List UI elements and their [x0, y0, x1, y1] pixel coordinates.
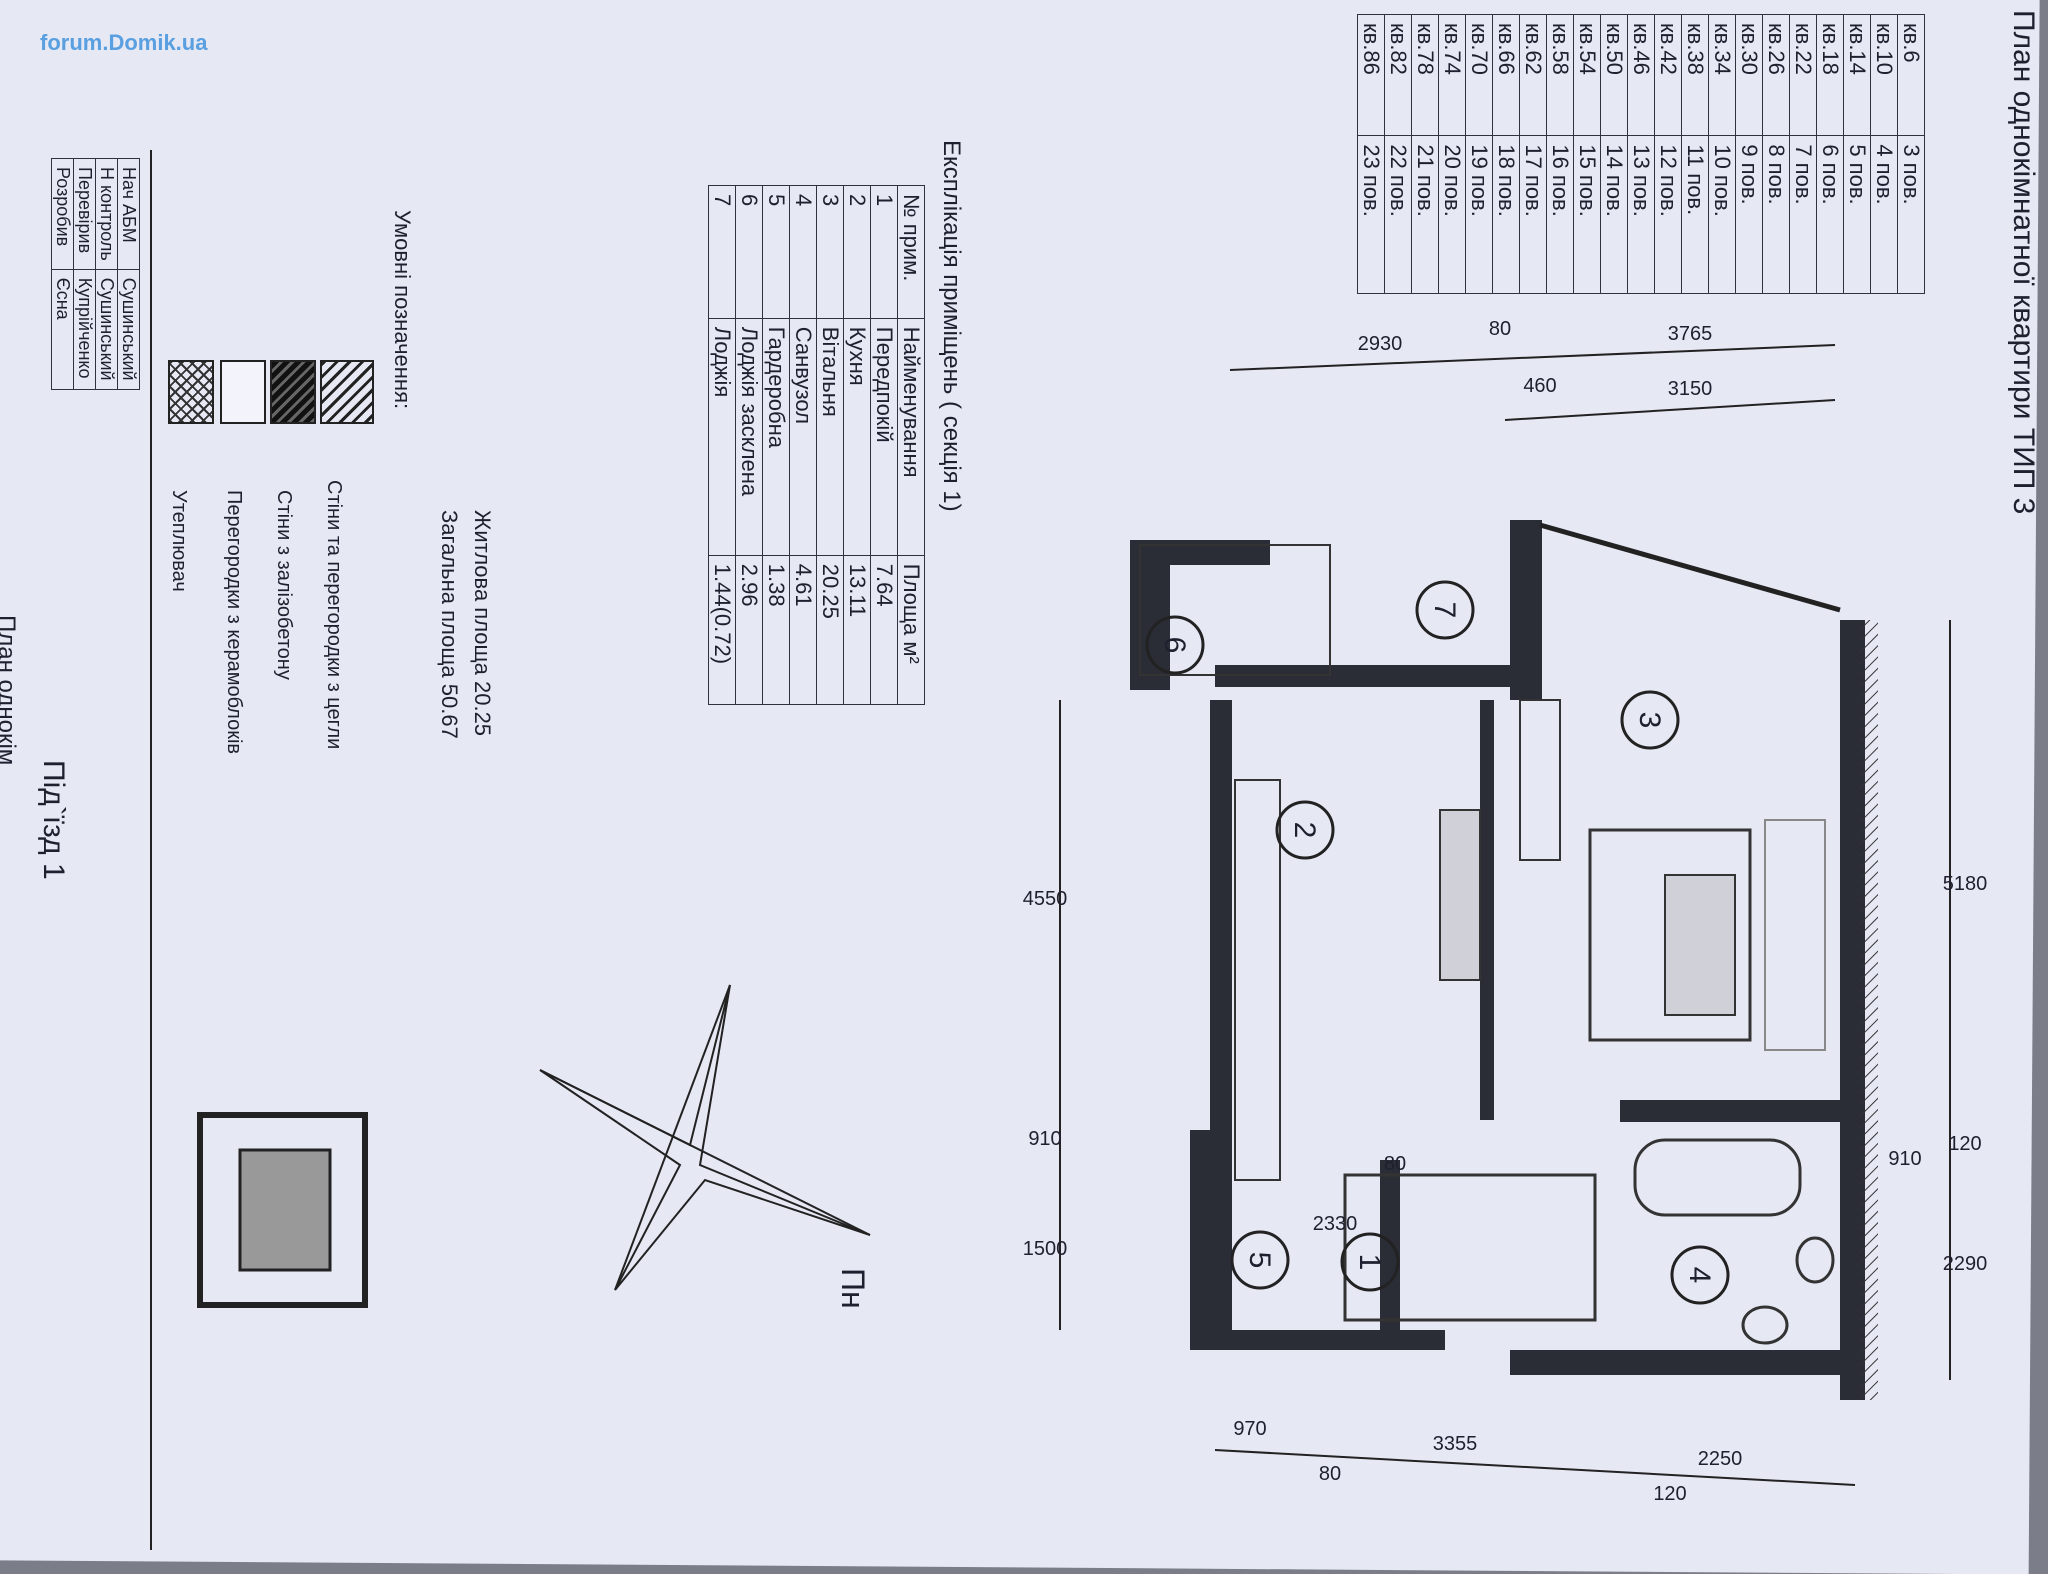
- wardrobe: [1519, 699, 1561, 861]
- room-number: 2: [1288, 822, 1321, 839]
- room-number: 6: [1158, 637, 1191, 654]
- room-circle: [1275, 800, 1335, 860]
- dimension-label: 910: [1028, 1128, 1061, 1150]
- room-number: 4: [1683, 1267, 1716, 1284]
- dimension-label: 80: [1319, 1463, 1341, 1485]
- walls: [1130, 520, 1865, 1400]
- room-number-markers: 1 2 3 4 5 6 7: [1145, 580, 1730, 1305]
- dimension-label: 910: [1888, 1148, 1921, 1170]
- dimension-label: 3355: [1433, 1433, 1478, 1455]
- living-table: [1664, 874, 1736, 1016]
- insulation-band: [1860, 620, 1878, 1400]
- room-number: 5: [1243, 1252, 1276, 1269]
- key-plan-core: [238, 1148, 332, 1272]
- legend-swatch-insulation: [168, 360, 214, 424]
- watermark-text: forum.Domik.ua: [40, 30, 208, 55]
- room-circle: [1340, 1232, 1400, 1292]
- room-circle: [1670, 1245, 1730, 1305]
- dining-table: [1439, 809, 1481, 981]
- dimension-label: 460: [1523, 375, 1556, 397]
- sofa: [1764, 819, 1826, 1051]
- dimension-label: 80: [1489, 318, 1511, 340]
- dimension-label: 2250: [1698, 1448, 1743, 1470]
- dimension-label: 3765: [1668, 323, 1713, 345]
- kitchen-counter: [1234, 779, 1281, 1181]
- room-circle: [1620, 690, 1680, 750]
- dimension-label: 970: [1233, 1418, 1266, 1440]
- dimension-label: 80: [1384, 1153, 1406, 1175]
- room-number: 3: [1633, 712, 1666, 729]
- living-rug: [1588, 828, 1752, 1042]
- room-circle: [1415, 580, 1475, 640]
- facade-line: [1539, 522, 1841, 613]
- legend-swatch-ceramic: [220, 360, 266, 424]
- dimension-label: 120: [1653, 1483, 1686, 1505]
- floor-plan: 1 2 3 4 5 6 7 2930 80 3765 460 3150 4550 910 1500 5180…: [197, 318, 1988, 1505]
- room-circle: [1145, 615, 1205, 675]
- dimension-lines: [1059, 344, 1951, 1486]
- dimension-label: 2330: [1313, 1213, 1358, 1235]
- room-number: 7: [1428, 602, 1461, 619]
- dimension-label: 2290: [1943, 1253, 1988, 1275]
- dimension-label: 1500: [1023, 1238, 1068, 1260]
- compass-star: [539, 984, 871, 1291]
- dimension-label: 2930: [1358, 333, 1403, 355]
- stamp-border: [0, 150, 152, 1550]
- legend-swatch-concrete: [270, 360, 316, 424]
- dimension-label: 120: [1948, 1133, 1981, 1155]
- north-label: Пн: [835, 1268, 871, 1309]
- washbasin: [1795, 1236, 1835, 1284]
- room-number: 1: [1353, 1254, 1386, 1271]
- legend-swatch-brick: [320, 360, 374, 424]
- dimension-label: 5180: [1943, 873, 1988, 895]
- dimension-label: 3150: [1668, 378, 1713, 400]
- bathtub: [1633, 1138, 1802, 1217]
- room-circle: [1230, 1230, 1290, 1290]
- toilet: [1741, 1305, 1789, 1345]
- key-plan: [197, 1112, 368, 1308]
- dimension-label: 4550: [1023, 888, 1068, 910]
- loggia: [1139, 544, 1331, 676]
